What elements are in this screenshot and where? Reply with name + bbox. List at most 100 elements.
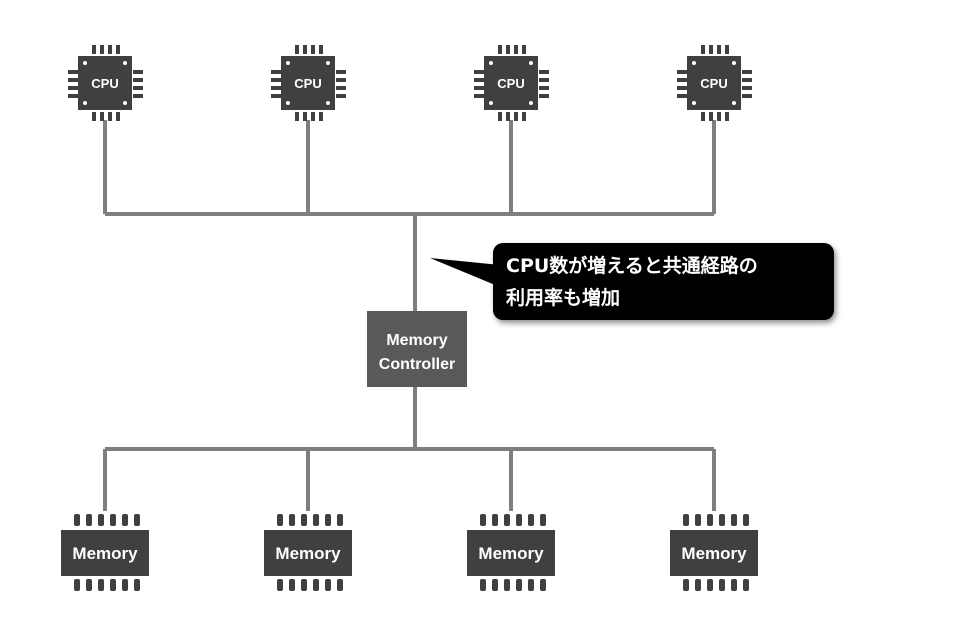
cpu-dot [732,101,736,105]
memory-label: Memory [72,544,138,563]
cpu-pin [271,94,281,98]
memory-body [61,530,149,576]
cpu-pin [336,78,346,82]
cpu-pin [725,112,729,121]
memory-pin [731,514,737,526]
cpu-pin [474,86,484,90]
cpu-dot [489,101,493,105]
cpu-pin [506,112,510,121]
cpu-dot [489,61,493,65]
memory-pin [683,514,689,526]
cpu-pin [116,45,120,54]
cpu-pin [133,78,143,82]
memory-label: Memory [478,544,544,563]
cpu-pin [514,112,518,121]
cpu-pin [295,45,299,54]
memory-pin [492,579,498,591]
cpu-pin [336,86,346,90]
memory-pin [540,514,546,526]
cpu-chip: CPU [474,45,549,121]
cpu-pin [336,94,346,98]
cpu-chip: CPU [271,45,346,121]
memory-pin [86,579,92,591]
memory-label: Memory [681,544,747,563]
cpu-dot [123,101,127,105]
cpu-pin [539,70,549,74]
cpu-row: CPU CPU CPU CPU [68,45,752,121]
memory-pin [480,579,486,591]
cpu-pin [311,112,315,121]
cpu-dot [326,61,330,65]
cpu-pin [709,45,713,54]
cpu-pin [677,78,687,82]
memory-pin [683,579,689,591]
memory-pin [528,514,534,526]
cpu-pin [116,112,120,121]
memory-pin [289,579,295,591]
cpu-body [78,56,132,110]
cpu-pin [133,94,143,98]
memory-chip: Memory [264,514,352,591]
cpu-pin [474,70,484,74]
memory-body [264,530,352,576]
cpu-pin [68,94,78,98]
cpu-pin [271,86,281,90]
memory-pin [325,514,331,526]
memory-pin [74,579,80,591]
memory-row: Memory Memory Memory Memory [61,514,758,591]
cpu-label: CPU [91,76,118,91]
cpu-pin [100,45,104,54]
cpu-dot [286,61,290,65]
cpu-pin [474,94,484,98]
cpu-pin [295,112,299,121]
memory-pin [695,579,701,591]
cpu-pin [100,112,104,121]
memory-pin [516,514,522,526]
cpu-pin [319,45,323,54]
cpu-pin [539,78,549,82]
memory-pin [504,579,510,591]
memory-pin [98,514,104,526]
bus-lines [103,120,716,511]
cpu-pin [271,78,281,82]
cpu-pin [311,45,315,54]
cpu-pin [522,45,526,54]
cpu-pin [68,86,78,90]
cpu-dot [692,101,696,105]
memory-pin [134,514,140,526]
cpu-body [484,56,538,110]
cpu-pin [319,112,323,121]
cpu-chip: CPU [68,45,143,121]
memory-pin [86,514,92,526]
memory-pin [707,514,713,526]
memory-pin [337,579,343,591]
cpu-pin [717,112,721,121]
memory-pin [707,579,713,591]
cpu-pin [303,45,307,54]
memory-pin [313,514,319,526]
cpu-dot [326,101,330,105]
cpu-label: CPU [700,76,727,91]
cpu-pin [522,112,526,121]
memory-pin [301,579,307,591]
cpu-dot [732,61,736,65]
cpu-pin [742,78,752,82]
callout-line-1: CPU数が増えると共通経路の [506,255,758,277]
cpu-pin [271,70,281,74]
cpu-pin [498,45,502,54]
cpu-pin [108,45,112,54]
cpu-pin [677,86,687,90]
memory-pin [122,579,128,591]
memory-pin [743,579,749,591]
memory-pin [480,514,486,526]
memory-pin [731,579,737,591]
memory-pin [277,579,283,591]
cpu-pin [68,78,78,82]
cpu-pin [303,112,307,121]
memory-pin [277,514,283,526]
cpu-pin [498,112,502,121]
cpu-dot [123,61,127,65]
memory-pin [289,514,295,526]
